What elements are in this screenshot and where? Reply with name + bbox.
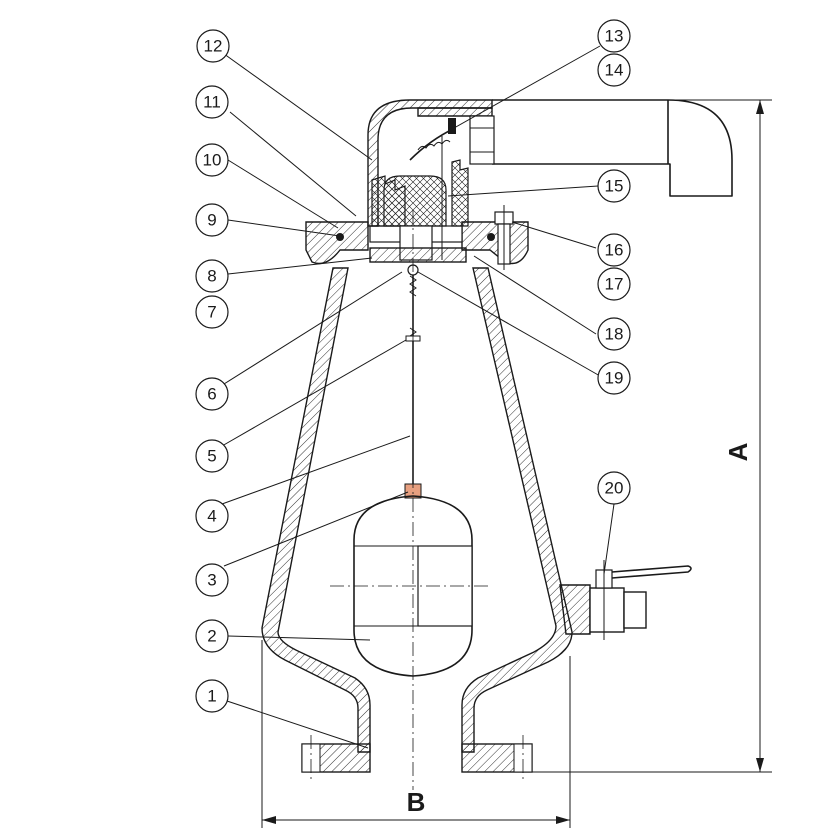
callout-2: 2 bbox=[195, 619, 229, 653]
callout-3: 3 bbox=[195, 563, 229, 597]
callout-13: 13 bbox=[597, 19, 631, 53]
callout-9: 9 bbox=[195, 203, 229, 237]
svg-text:3: 3 bbox=[207, 571, 216, 590]
svg-text:5: 5 bbox=[207, 447, 216, 466]
svg-text:16: 16 bbox=[605, 241, 624, 260]
svg-text:18: 18 bbox=[605, 325, 624, 344]
svg-text:8: 8 bbox=[207, 267, 216, 286]
dimension-a bbox=[532, 99, 772, 773]
callout-6: 6 bbox=[195, 377, 229, 411]
svg-text:10: 10 bbox=[203, 151, 222, 170]
svg-text:17: 17 bbox=[605, 275, 624, 294]
callout-16: 16 bbox=[597, 233, 631, 267]
svg-text:11: 11 bbox=[203, 93, 221, 112]
dimension-b bbox=[261, 640, 571, 828]
svg-text:6: 6 bbox=[207, 385, 216, 404]
callout-7: 7 bbox=[195, 295, 229, 329]
svg-text:4: 4 bbox=[207, 507, 216, 526]
leader-lines bbox=[212, 45, 615, 749]
callout-18: 18 bbox=[597, 317, 631, 351]
callout-11: 11 bbox=[195, 85, 229, 119]
callout-14: 14 bbox=[597, 53, 631, 87]
svg-text:1: 1 bbox=[207, 687, 216, 706]
centerlines bbox=[330, 210, 492, 790]
callout-8: 8 bbox=[195, 259, 229, 293]
callout-5: 5 bbox=[195, 439, 229, 473]
float-rod bbox=[404, 264, 422, 499]
callout-4: 4 bbox=[195, 499, 229, 533]
callout-19: 19 bbox=[597, 361, 631, 395]
valve-body bbox=[261, 267, 591, 780]
svg-text:12: 12 bbox=[204, 37, 223, 56]
svg-text:14: 14 bbox=[605, 61, 624, 80]
dimension-b-label: B bbox=[407, 787, 426, 817]
bonnet bbox=[367, 99, 493, 263]
top-flange bbox=[305, 205, 529, 270]
callout-20: 20 bbox=[597, 471, 631, 505]
svg-text:9: 9 bbox=[207, 211, 216, 230]
callout-17: 17 bbox=[597, 267, 631, 301]
svg-text:15: 15 bbox=[605, 177, 624, 196]
svg-text:19: 19 bbox=[605, 369, 624, 388]
callout-15: 15 bbox=[597, 169, 631, 203]
svg-text:20: 20 bbox=[605, 479, 624, 498]
svg-text:2: 2 bbox=[207, 627, 216, 646]
callout-1: 1 bbox=[195, 679, 229, 713]
dimension-a-label: A bbox=[723, 442, 753, 461]
svg-text:7: 7 bbox=[207, 303, 216, 322]
callout-10: 10 bbox=[195, 143, 229, 177]
callout-12: 12 bbox=[196, 29, 230, 63]
svg-text:13: 13 bbox=[605, 27, 624, 46]
drain-cock bbox=[589, 560, 692, 640]
